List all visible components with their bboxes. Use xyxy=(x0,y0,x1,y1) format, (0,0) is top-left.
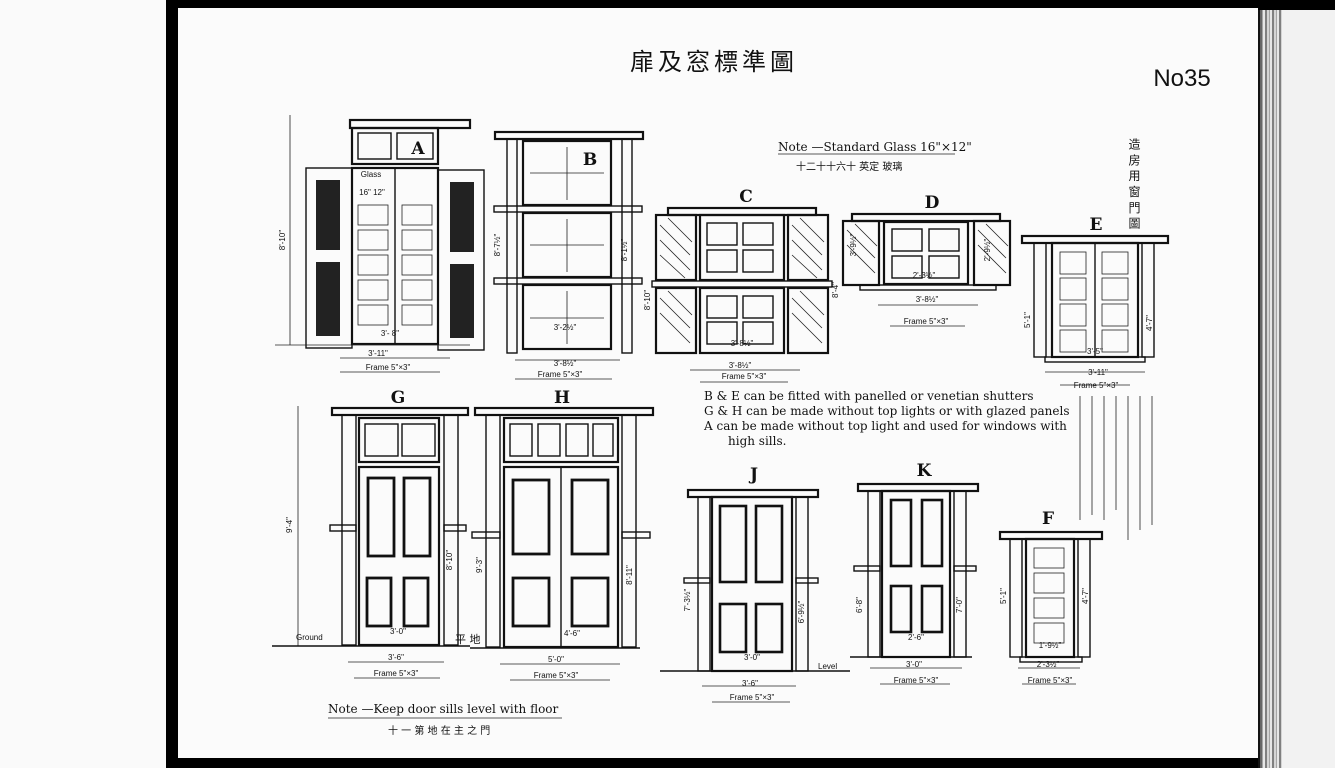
dim-k-width: 3'-0" xyxy=(906,660,922,669)
window-d xyxy=(841,212,1012,327)
dim-g-h2: 8'-10" xyxy=(445,550,454,571)
dim-b-h1: 8'-7½" xyxy=(493,234,502,257)
window-b xyxy=(493,130,645,380)
label-g: G xyxy=(391,388,406,408)
level-label: Level xyxy=(818,662,837,671)
dim-h-h2: 8'-11" xyxy=(625,565,634,585)
dim-k-h1: 6'-8" xyxy=(855,597,864,613)
door-g xyxy=(272,406,470,679)
ground-label: Ground xyxy=(296,633,323,642)
frame-b: Frame 5"×3" xyxy=(538,370,583,379)
window-f xyxy=(998,530,1104,685)
dim-b-inner: 3'-2½" xyxy=(554,323,577,332)
dim-b-h2: 8'-1½" xyxy=(620,239,629,262)
note-line-1: B & E can be fitted with panelled or ven… xyxy=(704,389,1033,403)
glass-size-a: 16" 12" xyxy=(359,188,385,197)
dim-h-inner: 4'-6" xyxy=(564,629,580,638)
dim-f-h2: 4'-7" xyxy=(1081,588,1090,604)
dim-g-width: 3'-6" xyxy=(388,653,404,662)
window-a xyxy=(275,115,485,373)
note-standard-glass-cn: 十二十十六十 英定 玻璃 xyxy=(796,160,902,173)
dim-c-inner: 3'-8½" xyxy=(731,339,754,348)
frame-e: Frame 5"×3" xyxy=(1074,381,1119,390)
book-binding xyxy=(1258,10,1282,768)
dim-a-inner: 3'- 8" xyxy=(381,329,399,338)
label-f: F xyxy=(1042,509,1054,529)
label-h: H xyxy=(554,388,570,408)
dim-g-inner: 3'-0" xyxy=(390,627,406,636)
note-line-3: A can be made without top light and used… xyxy=(703,419,1067,433)
window-e xyxy=(1020,234,1170,386)
door-h xyxy=(470,406,655,681)
dim-f-h1: 5'-1" xyxy=(999,588,1008,604)
dim-e-h2: 4'-7" xyxy=(1145,315,1154,331)
note-line-4: high sills. xyxy=(728,434,786,448)
label-e: E xyxy=(1090,215,1103,235)
note-standard-glass: Note —Standard Glass 16"×12" xyxy=(778,140,972,154)
door-k xyxy=(850,482,980,685)
dim-c-h2: 8'-4" xyxy=(831,282,840,298)
note-door-sills: Note —Keep door sills level with floor xyxy=(328,702,559,716)
plate-number: No35 xyxy=(1153,65,1210,92)
dim-d-width: 3'-8½" xyxy=(916,295,939,304)
frame-c: Frame 5"×3" xyxy=(722,372,767,381)
note-door-sills-cn: 十 一 第 地 在 主 之 門 xyxy=(388,724,490,737)
dim-a-width: 3'-11" xyxy=(368,349,388,358)
label-b: B xyxy=(583,150,597,170)
vertical-cn-notes xyxy=(1079,396,1153,540)
dim-f-inner: 1'-9½" xyxy=(1039,641,1062,650)
frame-j: Frame 5"×3" xyxy=(730,693,775,702)
dim-a-height: 8'-10" xyxy=(278,230,287,251)
frame-h: Frame 5"×3" xyxy=(534,671,579,680)
dim-h-width: 5'-0" xyxy=(548,655,564,664)
sheet-title: 扉及窓標準圖 xyxy=(630,48,798,76)
glass-note-a: Glass xyxy=(361,170,381,179)
dim-j-width: 3'-6" xyxy=(742,679,758,688)
dim-c-h1: 8'-10" xyxy=(643,290,652,311)
frame-f: Frame 5"×3" xyxy=(1028,676,1073,685)
dim-e-h1: 5'-1" xyxy=(1023,312,1032,328)
door-j xyxy=(660,488,850,703)
frame-a: Frame 5"×3" xyxy=(366,363,411,372)
dim-j-h2: 6'-9½" xyxy=(797,601,806,624)
frame-g: Frame 5"×3" xyxy=(374,669,419,678)
dim-d-h1: 3'-9½" xyxy=(849,234,858,257)
floor-cn: 平 地 xyxy=(455,633,481,646)
left-page xyxy=(0,0,166,768)
dim-e-inner: 3'-5" xyxy=(1087,347,1103,356)
label-j: J xyxy=(748,465,758,485)
dim-g-h1: 9'-4" xyxy=(285,517,294,533)
label-d: D xyxy=(925,193,940,213)
dim-f-width: 2'-3½" xyxy=(1037,660,1060,669)
dim-d-inner: 2'-3½" xyxy=(913,271,936,280)
dim-d-h2: 2'-9½" xyxy=(983,239,992,262)
margin-cn-note: 造 房 用 窗 門 圖 xyxy=(1127,138,1141,230)
frame-k: Frame 5"×3" xyxy=(894,676,939,685)
dim-c-width: 3'-8½" xyxy=(729,361,752,370)
dim-j-h1: 7'-3½" xyxy=(683,589,692,612)
label-a: A xyxy=(410,139,425,159)
window-c xyxy=(651,206,833,383)
dim-k-inner: 2'-6" xyxy=(908,633,924,642)
frame-d: Frame 5"×3" xyxy=(904,317,949,326)
label-c: C xyxy=(739,187,753,207)
dim-j-inner: 3'-0" xyxy=(744,653,760,662)
label-k: K xyxy=(917,461,933,481)
dim-b-width: 3'-8½" xyxy=(554,359,577,368)
note-line-2: G & H can be made without top lights or … xyxy=(704,404,1070,418)
dim-e-width: 3'-11" xyxy=(1088,368,1108,377)
dim-h-h1: 9'-3" xyxy=(475,557,484,573)
dim-k-h2: 7'-0" xyxy=(955,597,964,613)
